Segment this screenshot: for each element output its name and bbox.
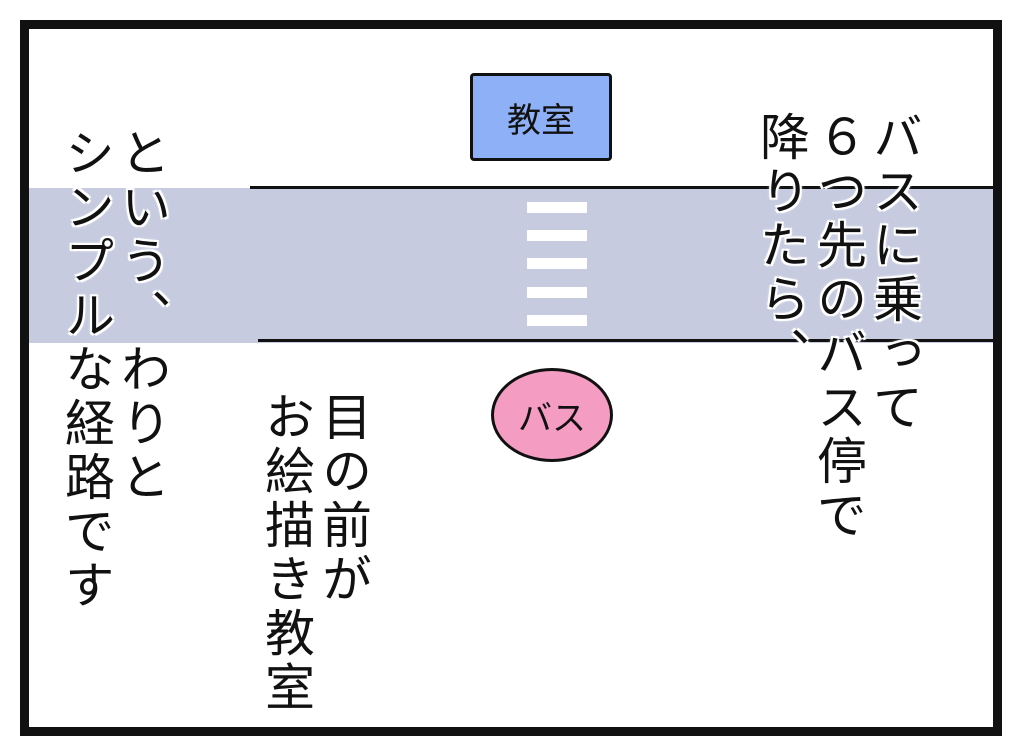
comic-panel: 教室 バス バスに乗って ６つ先のバス停で 降りたら、 目の前が お絵描き教室 … [20, 20, 1002, 736]
bus-stop-sign: バス [491, 368, 613, 462]
narration-left-2: シンプルな経路です [57, 127, 115, 613]
crosswalk-stripe [527, 315, 587, 326]
narration-right-2: ６つ先のバス停で [809, 111, 867, 543]
crosswalk-stripe [527, 258, 587, 269]
road-edge-top [250, 186, 993, 189]
crosswalk-stripe [527, 287, 587, 298]
narration-middle-2: お絵描き教室 [257, 391, 315, 715]
narration-right-3: 降りたら、 [752, 111, 810, 381]
road-edge-bottom [258, 339, 993, 342]
crosswalk-stripe [527, 230, 587, 241]
crosswalk-stripe [527, 202, 587, 213]
narration-right-1: バスに乗って [865, 111, 923, 435]
road [29, 188, 993, 343]
narration-left-1: という、わりと [113, 127, 171, 505]
classroom-sign: 教室 [470, 73, 612, 161]
narration-middle-1: 目の前が [314, 391, 372, 607]
